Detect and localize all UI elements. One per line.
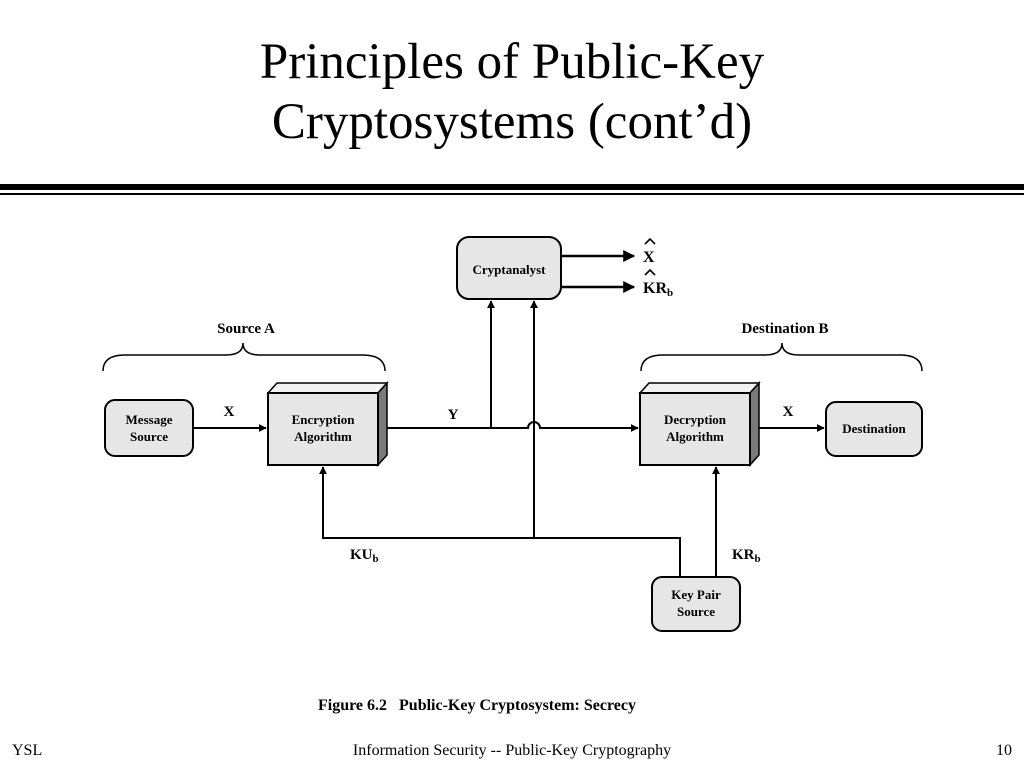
arrow-ku-to-encryption	[319, 466, 681, 591]
label-kr: KR	[732, 547, 755, 563]
message-source-line-1: Message	[126, 412, 173, 427]
title-rule-thin	[0, 193, 1024, 195]
hat-mark	[644, 268, 656, 276]
keypair-line-1: Key Pair	[671, 587, 721, 602]
cryptanalyst-label: Cryptanalyst	[473, 262, 547, 277]
encryption-line-2: Algorithm	[294, 429, 352, 444]
destination-label: Destination	[842, 421, 906, 436]
arrow-y-to-decryption	[387, 421, 639, 432]
label-kr-subscript: b	[755, 553, 761, 565]
output-x-hat: X	[643, 237, 656, 266]
output-kr-hat: KRb	[643, 268, 673, 299]
output-x-label: X	[643, 249, 655, 266]
decryption-line-1: Decryption	[664, 412, 727, 427]
svg-text:KRb: KRb	[643, 280, 673, 299]
footer-left: YSL	[12, 742, 43, 759]
hat-mark	[644, 237, 656, 245]
decryption-algorithm-box: Decryption Algorithm	[638, 381, 761, 467]
destination-box: Destination	[825, 401, 923, 457]
label-y: Y	[448, 407, 459, 423]
key-pair-source-box: Key Pair Source	[651, 576, 741, 632]
encryption-line-1: Encryption	[292, 412, 356, 427]
svg-text:KUb: KUb	[350, 547, 379, 565]
slide-title: Principles of Public-Key Cryptosystems (…	[0, 32, 1024, 152]
source-a-brace	[102, 342, 386, 372]
output-kr-subscript: b	[667, 287, 673, 299]
keypair-line-2: Source	[677, 604, 715, 619]
figure-caption: Figure 6.2 Public-Key Cryptosystem: Secr…	[318, 697, 636, 714]
destination-b-brace	[640, 342, 923, 372]
encryption-algorithm-box: Encryption Algorithm	[266, 381, 389, 467]
svg-text:KRb: KRb	[732, 547, 761, 565]
source-a-label: Source A	[217, 321, 275, 337]
label-ku: KU	[350, 547, 373, 563]
title-line-1: Principles of Public-Key	[259, 34, 765, 90]
label-x-right: X	[783, 404, 794, 420]
label-x-left: X	[224, 404, 235, 420]
decryption-line-2: Algorithm	[666, 429, 724, 444]
destination-b-label: Destination B	[741, 321, 828, 337]
title-line-2: Cryptosystems (cont’d)	[271, 94, 753, 150]
message-source-box: Message Source	[104, 399, 194, 457]
label-ku-subscript: b	[373, 553, 379, 565]
title-rule-thick	[0, 184, 1024, 190]
output-kr-label: KR	[643, 280, 667, 297]
message-source-line-2: Source	[130, 429, 168, 444]
cryptanalyst-box: Cryptanalyst	[456, 236, 562, 300]
footer-page-number: 10	[996, 742, 1012, 759]
footer-center: Information Security -- Public-Key Crypt…	[352, 742, 672, 759]
